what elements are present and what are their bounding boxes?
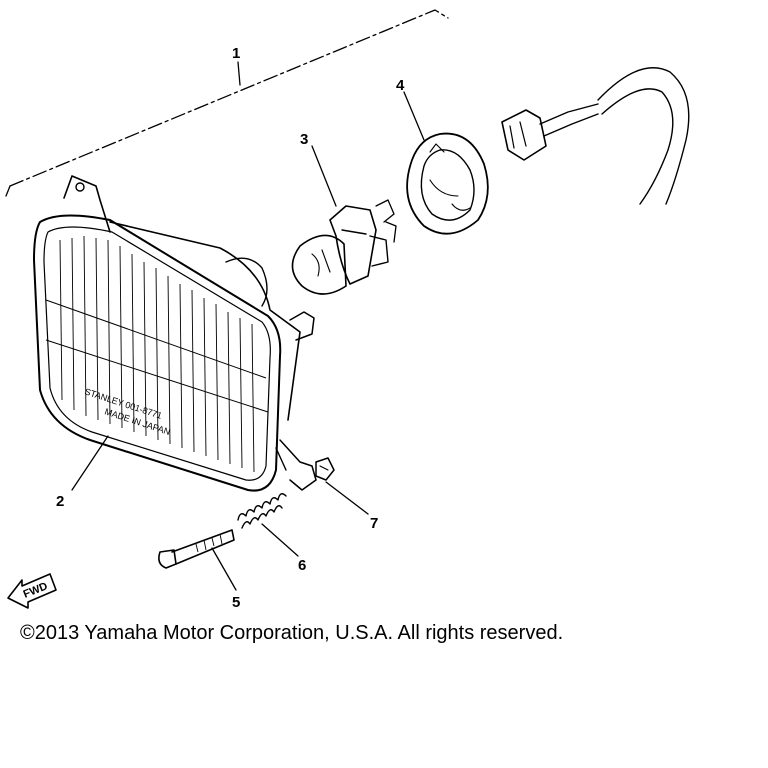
forward-arrow-label: FWD [22,580,50,601]
wiring-harness [501,67,690,205]
spring [237,493,287,529]
callout-3: 3 [300,131,308,148]
copyright-notice: ©2013 Yamaha Motor Corporation, U.S.A. A… [20,622,564,644]
forward-arrow: FWD [7,573,57,609]
adjusting-bolt [158,529,235,569]
callout-2: 2 [56,493,64,510]
callout-7: 7 [370,515,378,532]
nut [315,457,335,481]
bulb-socket-cover [406,132,489,235]
bulb [291,199,397,295]
headlight-unit: STANLEY 001-8771 MADE IN JAPAN [33,175,317,492]
callout-6: 6 [298,557,306,574]
assembly-bracket [5,9,449,197]
callout-1: 1 [232,45,240,62]
callout-5: 5 [232,594,240,611]
callout-4: 4 [396,77,405,94]
